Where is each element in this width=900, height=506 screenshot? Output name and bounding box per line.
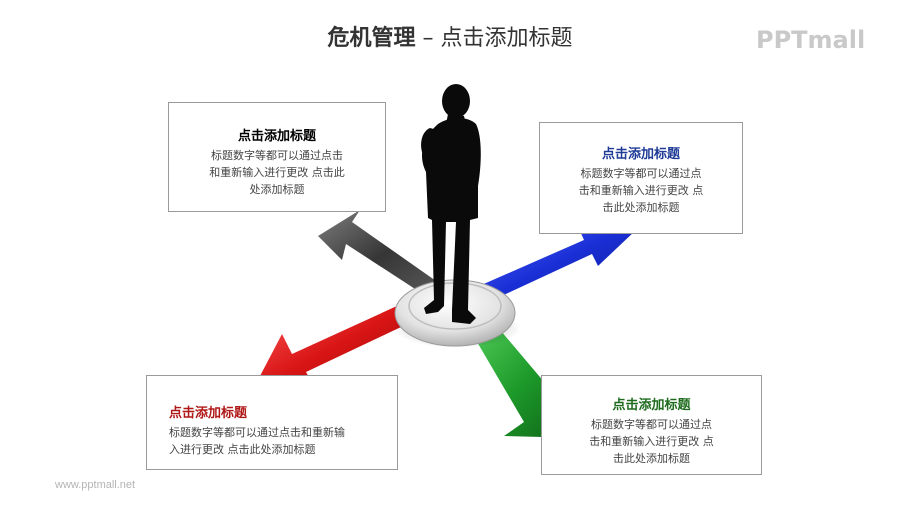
info-box-line: 击和重新输入进行更改 点 bbox=[578, 184, 704, 197]
info-box-line: 入进行更改 点击此处添加标题 bbox=[169, 443, 316, 456]
info-box-line: 标题数字等都可以通过点 bbox=[591, 418, 712, 431]
info-box-bottom-left: 点击添加标题 标题数字等都可以通过点击和重新输 入进行更改 点击此处添加标题 bbox=[146, 375, 398, 470]
arrow-top-left bbox=[318, 210, 446, 300]
info-box-line: 击此处添加标题 bbox=[613, 452, 690, 465]
arrow-top-right bbox=[470, 222, 636, 306]
info-box-line: 标题数字等都可以通过点击 bbox=[211, 149, 343, 162]
info-box-title[interactable]: 点击添加标题 bbox=[601, 147, 680, 162]
info-box-text[interactable]: 标题数字等都可以通过点击和重新输 入进行更改 点击此处添加标题 bbox=[169, 424, 387, 458]
footer-url: www.pptmall.net bbox=[55, 479, 136, 491]
brand-logo: PPTmall bbox=[756, 26, 866, 54]
info-box-title[interactable]: 点击添加标题 bbox=[169, 406, 248, 421]
page-title-main: 危机管理 bbox=[327, 26, 416, 51]
info-box-line: 处添加标题 bbox=[249, 183, 305, 196]
info-box-top-right: 点击添加标题 标题数字等都可以通过点 击和重新输入进行更改 点 击此处添加标题 bbox=[539, 122, 743, 234]
info-box-bottom-right: 点击添加标题 标题数字等都可以通过点 击和重新输入进行更改 点 击此处添加标题 bbox=[541, 375, 762, 475]
info-box-text[interactable]: 标题数字等都可以通过点 击和重新输入进行更改 点 击此处添加标题 bbox=[554, 416, 749, 467]
info-box-top-left: 点击添加标题 标题数字等都可以通过点击 和重新输入进行更改 点击此 处添加标题 bbox=[168, 102, 386, 212]
page-title-sub: – 点击添加标题 bbox=[415, 26, 573, 51]
info-box-title[interactable]: 点击添加标题 bbox=[612, 398, 691, 413]
info-box-line: 标题数字等都可以通过点击和重新输 bbox=[169, 426, 345, 439]
info-box-text[interactable]: 标题数字等都可以通过点 击和重新输入进行更改 点 击此处添加标题 bbox=[554, 165, 728, 216]
info-box-line: 击此处添加标题 bbox=[602, 201, 680, 214]
info-box-title[interactable]: 点击添加标题 bbox=[237, 129, 316, 144]
arrow-bottom-left bbox=[260, 300, 420, 390]
info-box-text[interactable]: 标题数字等都可以通过点击 和重新输入进行更改 点击此 处添加标题 bbox=[179, 147, 375, 198]
businessman-silhouette-icon bbox=[421, 84, 481, 324]
page-title: 危机管理 – 点击添加标题 bbox=[0, 20, 900, 52]
info-box-line: 和重新输入进行更改 点击此 bbox=[209, 166, 345, 179]
info-box-line: 标题数字等都可以通过点 bbox=[580, 167, 702, 180]
info-box-line: 击和重新输入进行更改 点 bbox=[589, 435, 714, 448]
